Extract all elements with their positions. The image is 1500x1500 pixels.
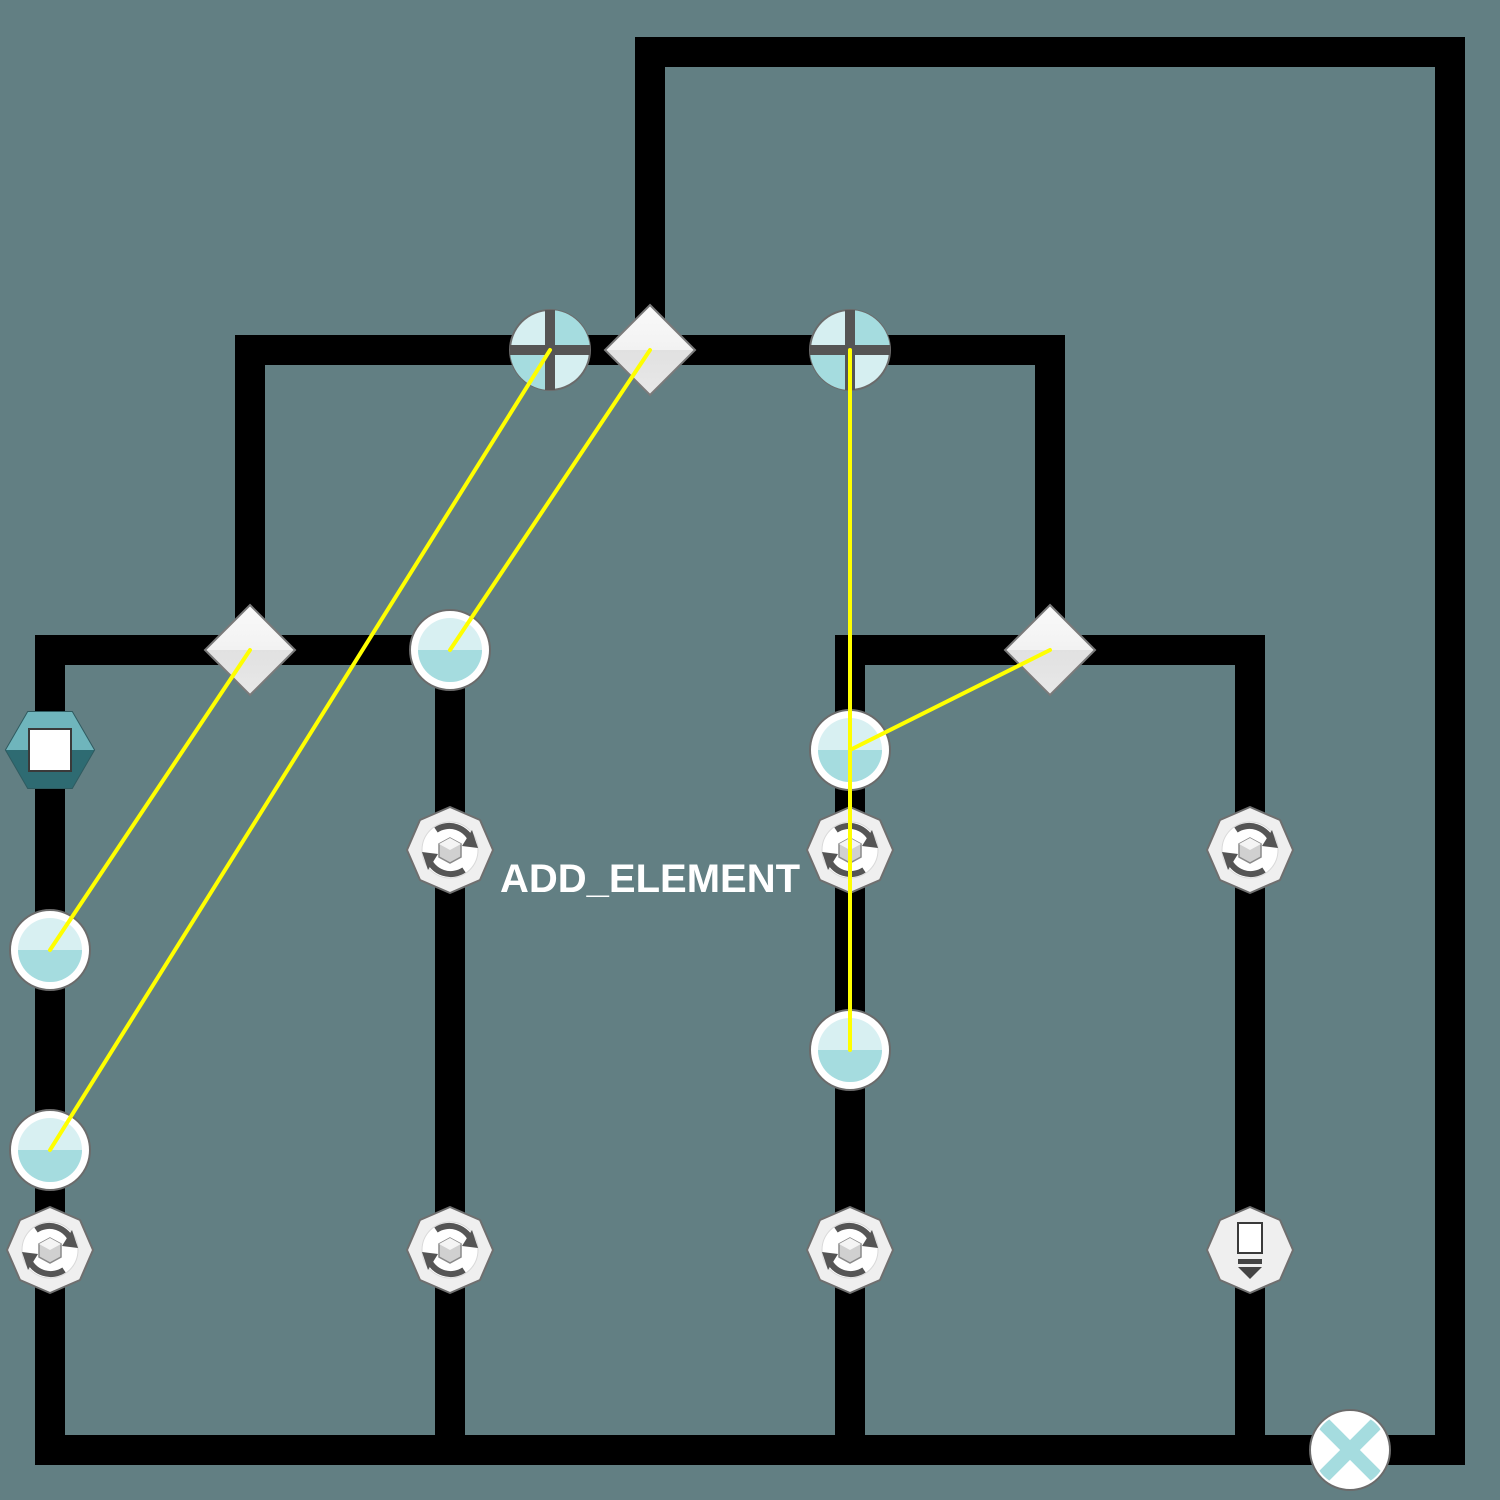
node-mix-mid-1[interactable] [407, 807, 493, 893]
link-diamond-right-to-liquid-right-1 [848, 648, 1052, 752]
mix-icon [1207, 807, 1293, 893]
mix-icon [807, 1207, 893, 1293]
start-icon [4, 711, 96, 789]
link-cross-left-to-liquid-left-2 [48, 348, 552, 1152]
node-mix-left-2[interactable] [7, 1207, 93, 1293]
node-start[interactable] [4, 711, 96, 789]
operation-label: ADD_ELEMENT [500, 857, 800, 901]
mix-icon [407, 807, 493, 893]
dispense-icon [1206, 1206, 1294, 1294]
mix-icon [7, 1207, 93, 1293]
wire-outer-loop [635, 37, 1465, 1465]
link-group [48, 348, 1052, 1152]
link-diamond-top-to-liquid-mid [448, 348, 652, 652]
link-diamond-left-to-liquid-left-1 [48, 648, 252, 952]
node-mix-mid-2[interactable] [407, 1207, 493, 1293]
node-dispense-far-right[interactable] [1206, 1206, 1294, 1294]
end-x-icon [1310, 1410, 1390, 1490]
node-end[interactable] [1310, 1410, 1390, 1490]
node-mix-far-right-1[interactable] [1207, 807, 1293, 893]
mix-icon [407, 1207, 493, 1293]
wire-left-branch [35, 635, 465, 1465]
wire-right-branch [835, 635, 1265, 1465]
node-mix-right-2[interactable] [807, 1207, 893, 1293]
